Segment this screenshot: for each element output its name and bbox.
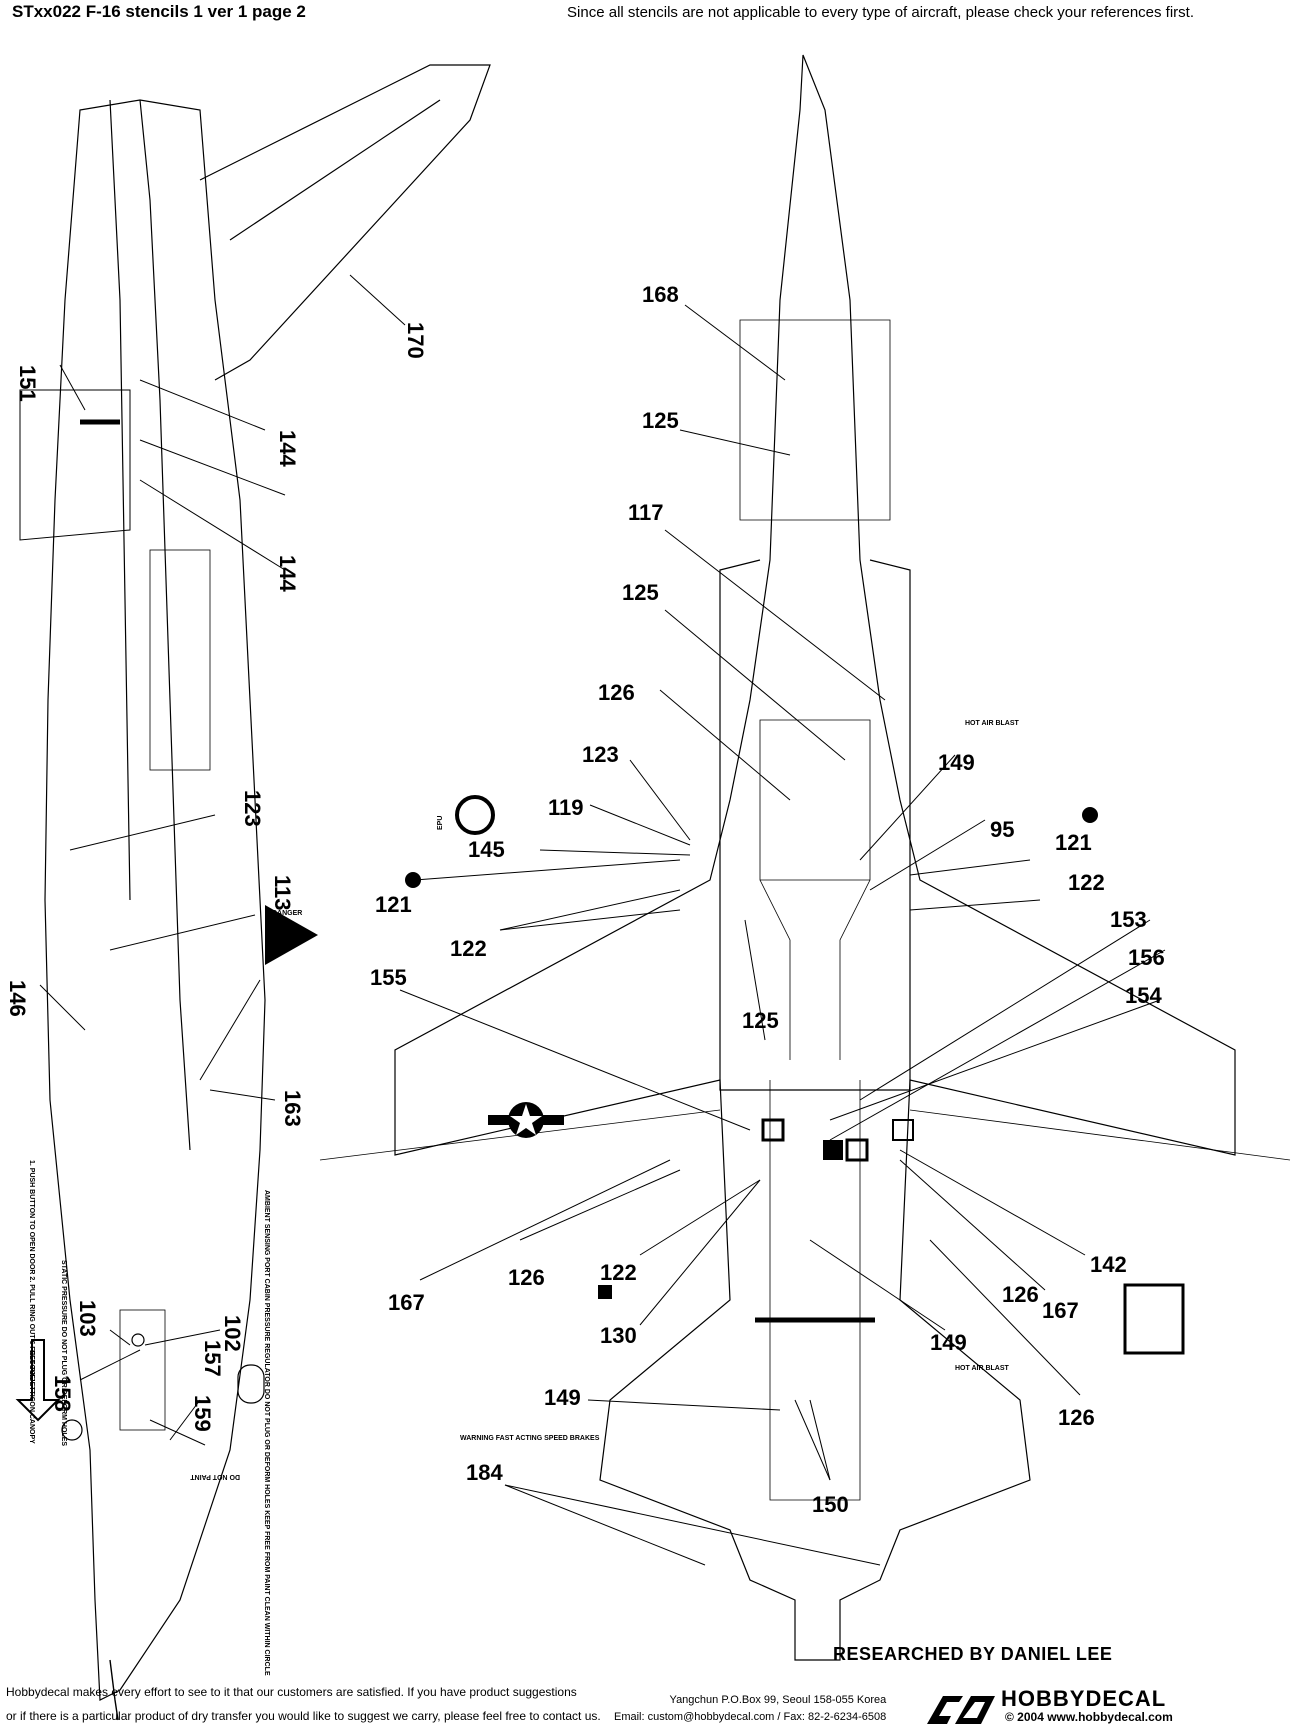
callout-149b: 149 (930, 1330, 967, 1355)
hobbydecal-logo: HOBBYDECAL © 2004 www.hobbydecal.com (925, 1686, 1175, 1728)
epu-ring (455, 795, 495, 835)
callout-168: 168 (642, 282, 679, 307)
canopy-instructions-label: 1. PUSH BUTTON TO OPEN DOOR 2. PULL RING… (28, 1160, 35, 1444)
callout-156: 156 (1128, 945, 1165, 970)
researcher-credit: RESEARCHED BY DANIEL LEE (833, 1644, 1113, 1664)
logo-mark-icon (927, 1696, 995, 1724)
callout-154: 154 (1125, 983, 1162, 1008)
callout-125c: 125 (742, 1008, 779, 1033)
email-fax: Email: custom@hobbydecal.com / Fax: 82-2… (614, 1711, 887, 1723)
callout-158: 158 (50, 1375, 75, 1412)
callout-121a: 121 (375, 892, 412, 917)
open-square-154 (892, 1119, 914, 1141)
reference-note: Since all stencils are not applicable to… (567, 4, 1194, 21)
page-title: STxx022 F-16 stencils 1 ver 1 page 2 (12, 2, 306, 21)
filled-square-122 (598, 1285, 612, 1299)
callout-167b: 167 (1042, 1298, 1079, 1323)
ejection-seat-triangle: DANGER (265, 905, 318, 965)
epu-label: EPU (437, 816, 444, 830)
do-not-paint-label: DO NOT PAINT (190, 1473, 240, 1480)
callout-126b: 126 (508, 1265, 545, 1290)
callout-103: 103 (75, 1300, 100, 1337)
callout-95: 95 (990, 817, 1014, 842)
filled-square-153 (823, 1140, 843, 1160)
callout-122a: 122 (450, 936, 487, 961)
disclaimer-line-2: or if there is a particular product of d… (6, 1709, 601, 1723)
footer-disclaimer: Hobbydecal makes every effort to see to … (6, 1680, 601, 1728)
callout-123: 123 (240, 790, 265, 827)
callout-149a: 149 (938, 750, 975, 775)
side-view-aircraft (19, 64, 491, 1721)
callout-125b: 125 (622, 580, 659, 605)
callout-170: 170 (403, 322, 428, 359)
callout-163: 163 (280, 1090, 305, 1127)
callout-119: 119 (548, 795, 584, 820)
disclaimer-line-1: Hobbydecal makes every effort to see to … (6, 1685, 577, 1699)
callout-122c: 122 (600, 1260, 637, 1285)
brand-name: HOBBYDECAL (1001, 1686, 1167, 1711)
speed-brakes-warning: WARNING FAST ACTING SPEED BRAKES (460, 1435, 600, 1442)
callout-159: 159 (190, 1395, 215, 1432)
footer-contact: Yangchun P.O.Box 99, Seoul 158-055 Korea… (614, 1692, 886, 1726)
svg-text:DANGER: DANGER (272, 910, 302, 917)
callout-126c: 126 (1002, 1282, 1039, 1307)
static-port-circle (61, 1419, 83, 1441)
callout-157: 157 (200, 1340, 225, 1377)
callout-153: 153 (1110, 907, 1147, 932)
open-square-142 (1123, 1283, 1185, 1355)
side-view-leaders (39, 274, 406, 1446)
callout-146: 146 (5, 980, 30, 1017)
callout-121b: 121 (1055, 830, 1092, 855)
callout-167a: 167 (388, 1290, 425, 1315)
callout-151: 151 (15, 365, 40, 402)
callout-144b: 144 (275, 555, 300, 592)
callout-123: 123 (582, 742, 619, 767)
callout-142: 142 (1090, 1252, 1127, 1277)
open-square-155 (761, 1118, 785, 1142)
copyright: © 2004 www.hobbydecal.com (1005, 1710, 1173, 1724)
callout-155: 155 (370, 965, 407, 990)
callout-150: 150 (812, 1492, 849, 1517)
callout-125a: 125 (642, 408, 679, 433)
callout-149c: 149 (544, 1385, 581, 1410)
star-insignia (488, 1102, 564, 1138)
hot-air-blast-label-2: HOT AIR BLAST (955, 1365, 1010, 1372)
callout-113: 113 (270, 875, 295, 911)
ambient-sensing-label: AMBIENT SENSING PORT CABIN PRESSURE REGU… (263, 1190, 270, 1676)
rescue-arrow: RESCUE (15, 1339, 61, 1422)
callout-117: 117 (628, 500, 664, 525)
sensing-port-oval (237, 1364, 265, 1404)
filled-dot-121-right (1082, 807, 1098, 823)
callout-126a: 126 (598, 680, 635, 705)
plan-view-aircraft (319, 54, 1291, 1661)
hot-air-blast-label: HOT AIR BLAST (965, 720, 1020, 727)
callout-102: 102 (220, 1315, 245, 1352)
open-square-156 (845, 1138, 869, 1162)
callout-184: 184 (466, 1460, 503, 1485)
callout-130: 130 (600, 1323, 637, 1348)
static-pressure-label: STATIC PRESSURE DO NOT PLUG OR DEFORM HO… (60, 1260, 67, 1446)
plan-view-leaders (399, 304, 1166, 1566)
callout-126d: 126 (1058, 1405, 1095, 1430)
svg-text:RESCUE: RESCUE (28, 1350, 35, 1380)
callout-122b: 122 (1068, 870, 1105, 895)
callout-144a: 144 (275, 430, 300, 467)
postal-address: Yangchun P.O.Box 99, Seoul 158-055 Korea (669, 1694, 887, 1706)
filled-dot-121-left (405, 872, 421, 888)
callout-145: 145 (468, 837, 505, 862)
